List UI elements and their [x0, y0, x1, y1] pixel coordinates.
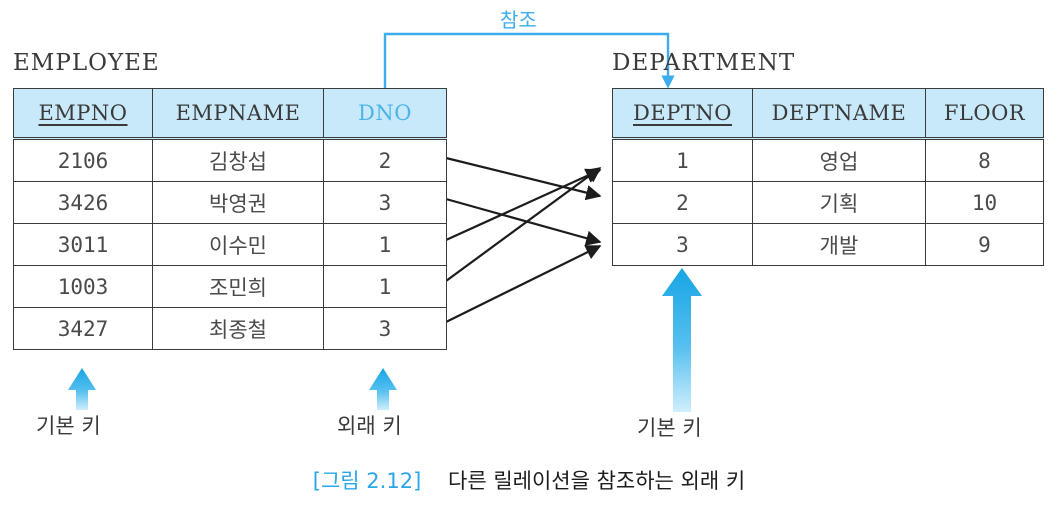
department-col-deptno: DEPTNO — [612, 88, 753, 140]
employee-cell-empname: 조민희 — [152, 265, 324, 308]
employee-cell-dno: 2 — [323, 138, 447, 182]
department-cell-deptno: 1 — [612, 138, 753, 182]
employee-cell-empname: 김창섭 — [152, 138, 324, 182]
employee-col-empname: EMPNAME — [152, 88, 324, 140]
department-cell-deptname: 영업 — [752, 138, 926, 182]
department-cell-deptno: 2 — [612, 181, 753, 224]
employee-cell-empno: 3426 — [13, 181, 153, 224]
fk-arrow-1 — [445, 156, 602, 201]
employee-cell-dno: 3 — [323, 307, 447, 350]
fk-arrow-2 — [445, 197, 602, 246]
figure-number: [그림 2.12] — [312, 469, 422, 493]
employee-cell-empno: 1003 — [13, 265, 153, 308]
employee-col-empno: EMPNO — [13, 88, 153, 140]
employee-primary-key-label: 기본 키 — [36, 414, 101, 438]
employee-cell-dno: 1 — [323, 265, 447, 308]
employee-header-row: EMPNO EMPNAME DNO — [13, 88, 447, 140]
department-cell-deptno: 3 — [612, 223, 753, 266]
employee-cell-empname: 이수민 — [152, 223, 324, 266]
department-col-floor: FLOOR — [925, 88, 1044, 140]
figure-caption-text: 다른 릴레이션을 참조하는 외래 키 — [448, 469, 746, 493]
department-col-floor-label: FLOOR — [943, 101, 1026, 125]
employee-col-dno-label: DNO — [358, 101, 412, 125]
fk-arrow-4 — [445, 167, 602, 282]
employee-cell-dno: 3 — [323, 181, 447, 224]
department-col-deptname-label: DEPTNAME — [771, 101, 907, 125]
department-pk-arrow — [662, 268, 702, 412]
table-row: 2 기획 10 — [612, 181, 1044, 224]
employee-fk-arrow — [369, 368, 397, 410]
employee-col-dno: DNO — [323, 88, 447, 140]
employee-col-empname-label: EMPNAME — [175, 101, 301, 125]
table-row: 3427 최종철 3 — [13, 307, 447, 350]
employee-relation-title: EMPLOYEE — [13, 50, 160, 76]
reference-label: 참조 — [500, 8, 537, 32]
table-row: 1 영업 8 — [612, 138, 1044, 182]
fk-mapping-arrows — [445, 156, 602, 323]
department-table: DEPTNO DEPTNAME FLOOR 1 영업 8 2 기획 10 3 개… — [612, 88, 1044, 266]
employee-table: EMPNO EMPNAME DNO 2106 김창섭 2 3426 박영권 3 … — [13, 88, 447, 350]
employee-cell-empname: 최종철 — [152, 307, 324, 350]
department-col-deptname: DEPTNAME — [752, 88, 926, 140]
department-header-row: DEPTNO DEPTNAME FLOOR — [612, 88, 1044, 140]
employee-cell-empno: 2106 — [13, 138, 153, 182]
department-primary-key-label: 기본 키 — [637, 416, 702, 440]
department-cell-floor: 10 — [925, 181, 1044, 224]
employee-foreign-key-label: 외래 키 — [337, 414, 402, 438]
department-relation-title: DEPARTMENT — [612, 50, 796, 76]
employee-pk-arrow — [68, 368, 96, 410]
employee-col-empno-label: EMPNO — [38, 101, 128, 125]
table-row: 3011 이수민 1 — [13, 223, 447, 266]
employee-cell-empname: 박영권 — [152, 181, 324, 224]
figure-caption: [그림 2.12] 다른 릴레이션을 참조하는 외래 키 — [0, 465, 1058, 495]
department-cell-deptname: 기획 — [752, 181, 926, 224]
employee-cell-empno: 3427 — [13, 307, 153, 350]
department-cell-floor: 9 — [925, 223, 1044, 266]
fk-arrow-5 — [445, 245, 602, 323]
fk-arrow-3 — [445, 168, 602, 242]
department-col-deptno-label: DEPTNO — [633, 101, 732, 125]
table-row: 3 개발 9 — [612, 223, 1044, 266]
employee-cell-dno: 1 — [323, 223, 447, 266]
table-row: 3426 박영권 3 — [13, 181, 447, 224]
table-row: 1003 조민희 1 — [13, 265, 447, 308]
department-cell-floor: 8 — [925, 138, 1044, 182]
employee-cell-empno: 3011 — [13, 223, 153, 266]
table-row: 2106 김창섭 2 — [13, 138, 447, 182]
department-cell-deptname: 개발 — [752, 223, 926, 266]
